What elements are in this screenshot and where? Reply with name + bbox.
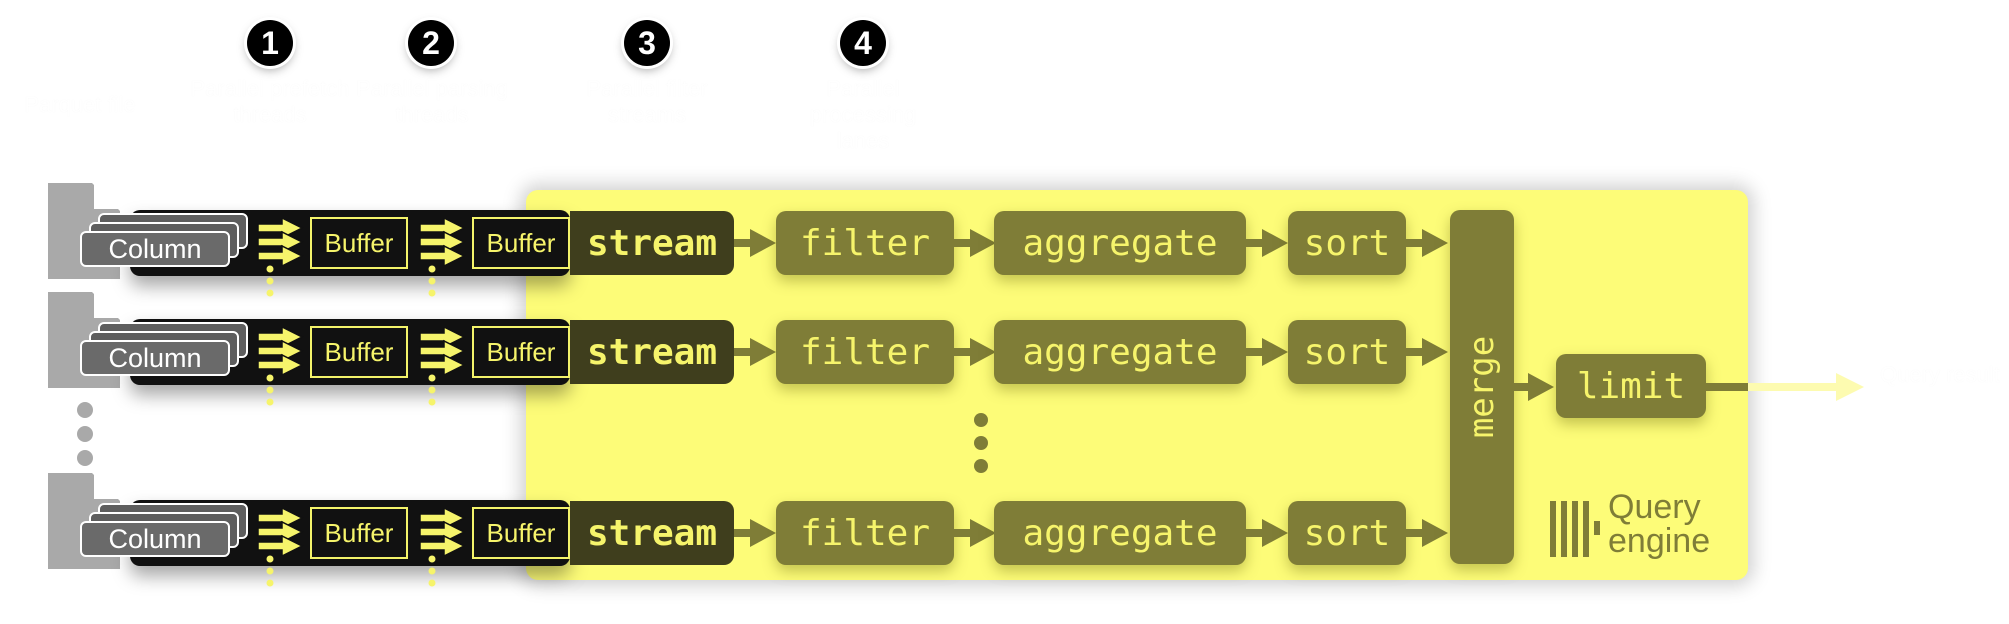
filter-to-aggregate-arrow [954, 338, 996, 366]
brand-line-2: engine [1608, 522, 1711, 560]
buffer-box: Buffer [310, 507, 408, 559]
step-badge-3: 3 [624, 20, 670, 66]
prefetch-arrows-icon [257, 327, 304, 375]
brand-line-1: Query [1608, 488, 1701, 526]
buffer-box: Buffer [310, 217, 408, 269]
output-arrow [1706, 373, 1864, 401]
limit-node: limit [1556, 354, 1706, 418]
sort-to-merge-arrow [1406, 338, 1448, 366]
thread-dots-icon [266, 265, 274, 297]
query-engine-logo: Query engine [1550, 490, 1710, 558]
sort-node: sort [1288, 501, 1406, 565]
stream-node: stream [570, 211, 734, 275]
step-label-3: Parallel filter streams [586, 76, 708, 127]
filter-node: filter [776, 211, 954, 275]
parse-arrows-icon [419, 327, 466, 375]
column-label: Column [80, 340, 230, 376]
aggregate-to-sort-arrow [1246, 519, 1288, 547]
parse-arrows-icon [419, 218, 466, 266]
thread-dots-icon [428, 374, 436, 406]
merge-label: merge [1462, 335, 1502, 439]
prefetch-arrows-icon [257, 218, 304, 266]
parse-arrows-icon [419, 508, 466, 556]
sort-to-merge-arrow [1406, 519, 1448, 547]
step-badge-1: 1 [247, 20, 293, 66]
aggregate-node: aggregate [994, 320, 1246, 384]
merge-node: merge [1450, 210, 1514, 564]
buffer-box: Buffer [310, 326, 408, 378]
sort-node: sort [1288, 320, 1406, 384]
thread-dots-icon [428, 555, 436, 587]
merge-to-limit-arrow [1514, 373, 1554, 401]
column-label: Column [80, 231, 230, 267]
buffer-box: Buffer [472, 326, 570, 378]
aggregate-to-sort-arrow [1246, 338, 1288, 366]
stream-node: stream [570, 320, 734, 384]
filter-to-aggregate-arrow [954, 519, 996, 547]
aggregate-node: aggregate [994, 211, 1246, 275]
stream-to-filter-arrow [734, 229, 776, 257]
step-label-2: Parallel parsing threads [356, 76, 508, 127]
column-stack: Column [80, 213, 248, 273]
stream-node: stream [570, 501, 734, 565]
filter-to-aggregate-arrow [954, 229, 996, 257]
output-label: Query result [1880, 362, 2000, 387]
stream-to-filter-arrow [734, 338, 776, 366]
buffer-box: Buffer [472, 217, 570, 269]
step-badge-4: 4 [840, 20, 886, 66]
thread-dots-icon [428, 265, 436, 297]
thread-dots-icon [266, 555, 274, 587]
filter-node: filter [776, 320, 954, 384]
step-label-4: Parallel processing lanes [809, 76, 917, 153]
stream-to-filter-arrow [734, 519, 776, 547]
filter-node: filter [776, 501, 954, 565]
step-label-1: Parallel prefetch threads [190, 76, 350, 127]
buffer-box: Buffer [472, 507, 570, 559]
step-badge-2: 2 [408, 20, 454, 66]
aggregate-to-sort-arrow [1246, 229, 1288, 257]
column-stack: Column [80, 503, 248, 563]
aggregate-node: aggregate [994, 501, 1246, 565]
prefetch-arrows-icon [257, 508, 304, 556]
column-stack: Column [80, 322, 248, 382]
column-label: Column [80, 521, 230, 557]
source-label: Parquet file [24, 92, 136, 117]
sort-node: sort [1288, 211, 1406, 275]
thread-dots-icon [266, 374, 274, 406]
bars-logo-icon [1550, 501, 1600, 557]
sort-to-merge-arrow [1406, 229, 1448, 257]
